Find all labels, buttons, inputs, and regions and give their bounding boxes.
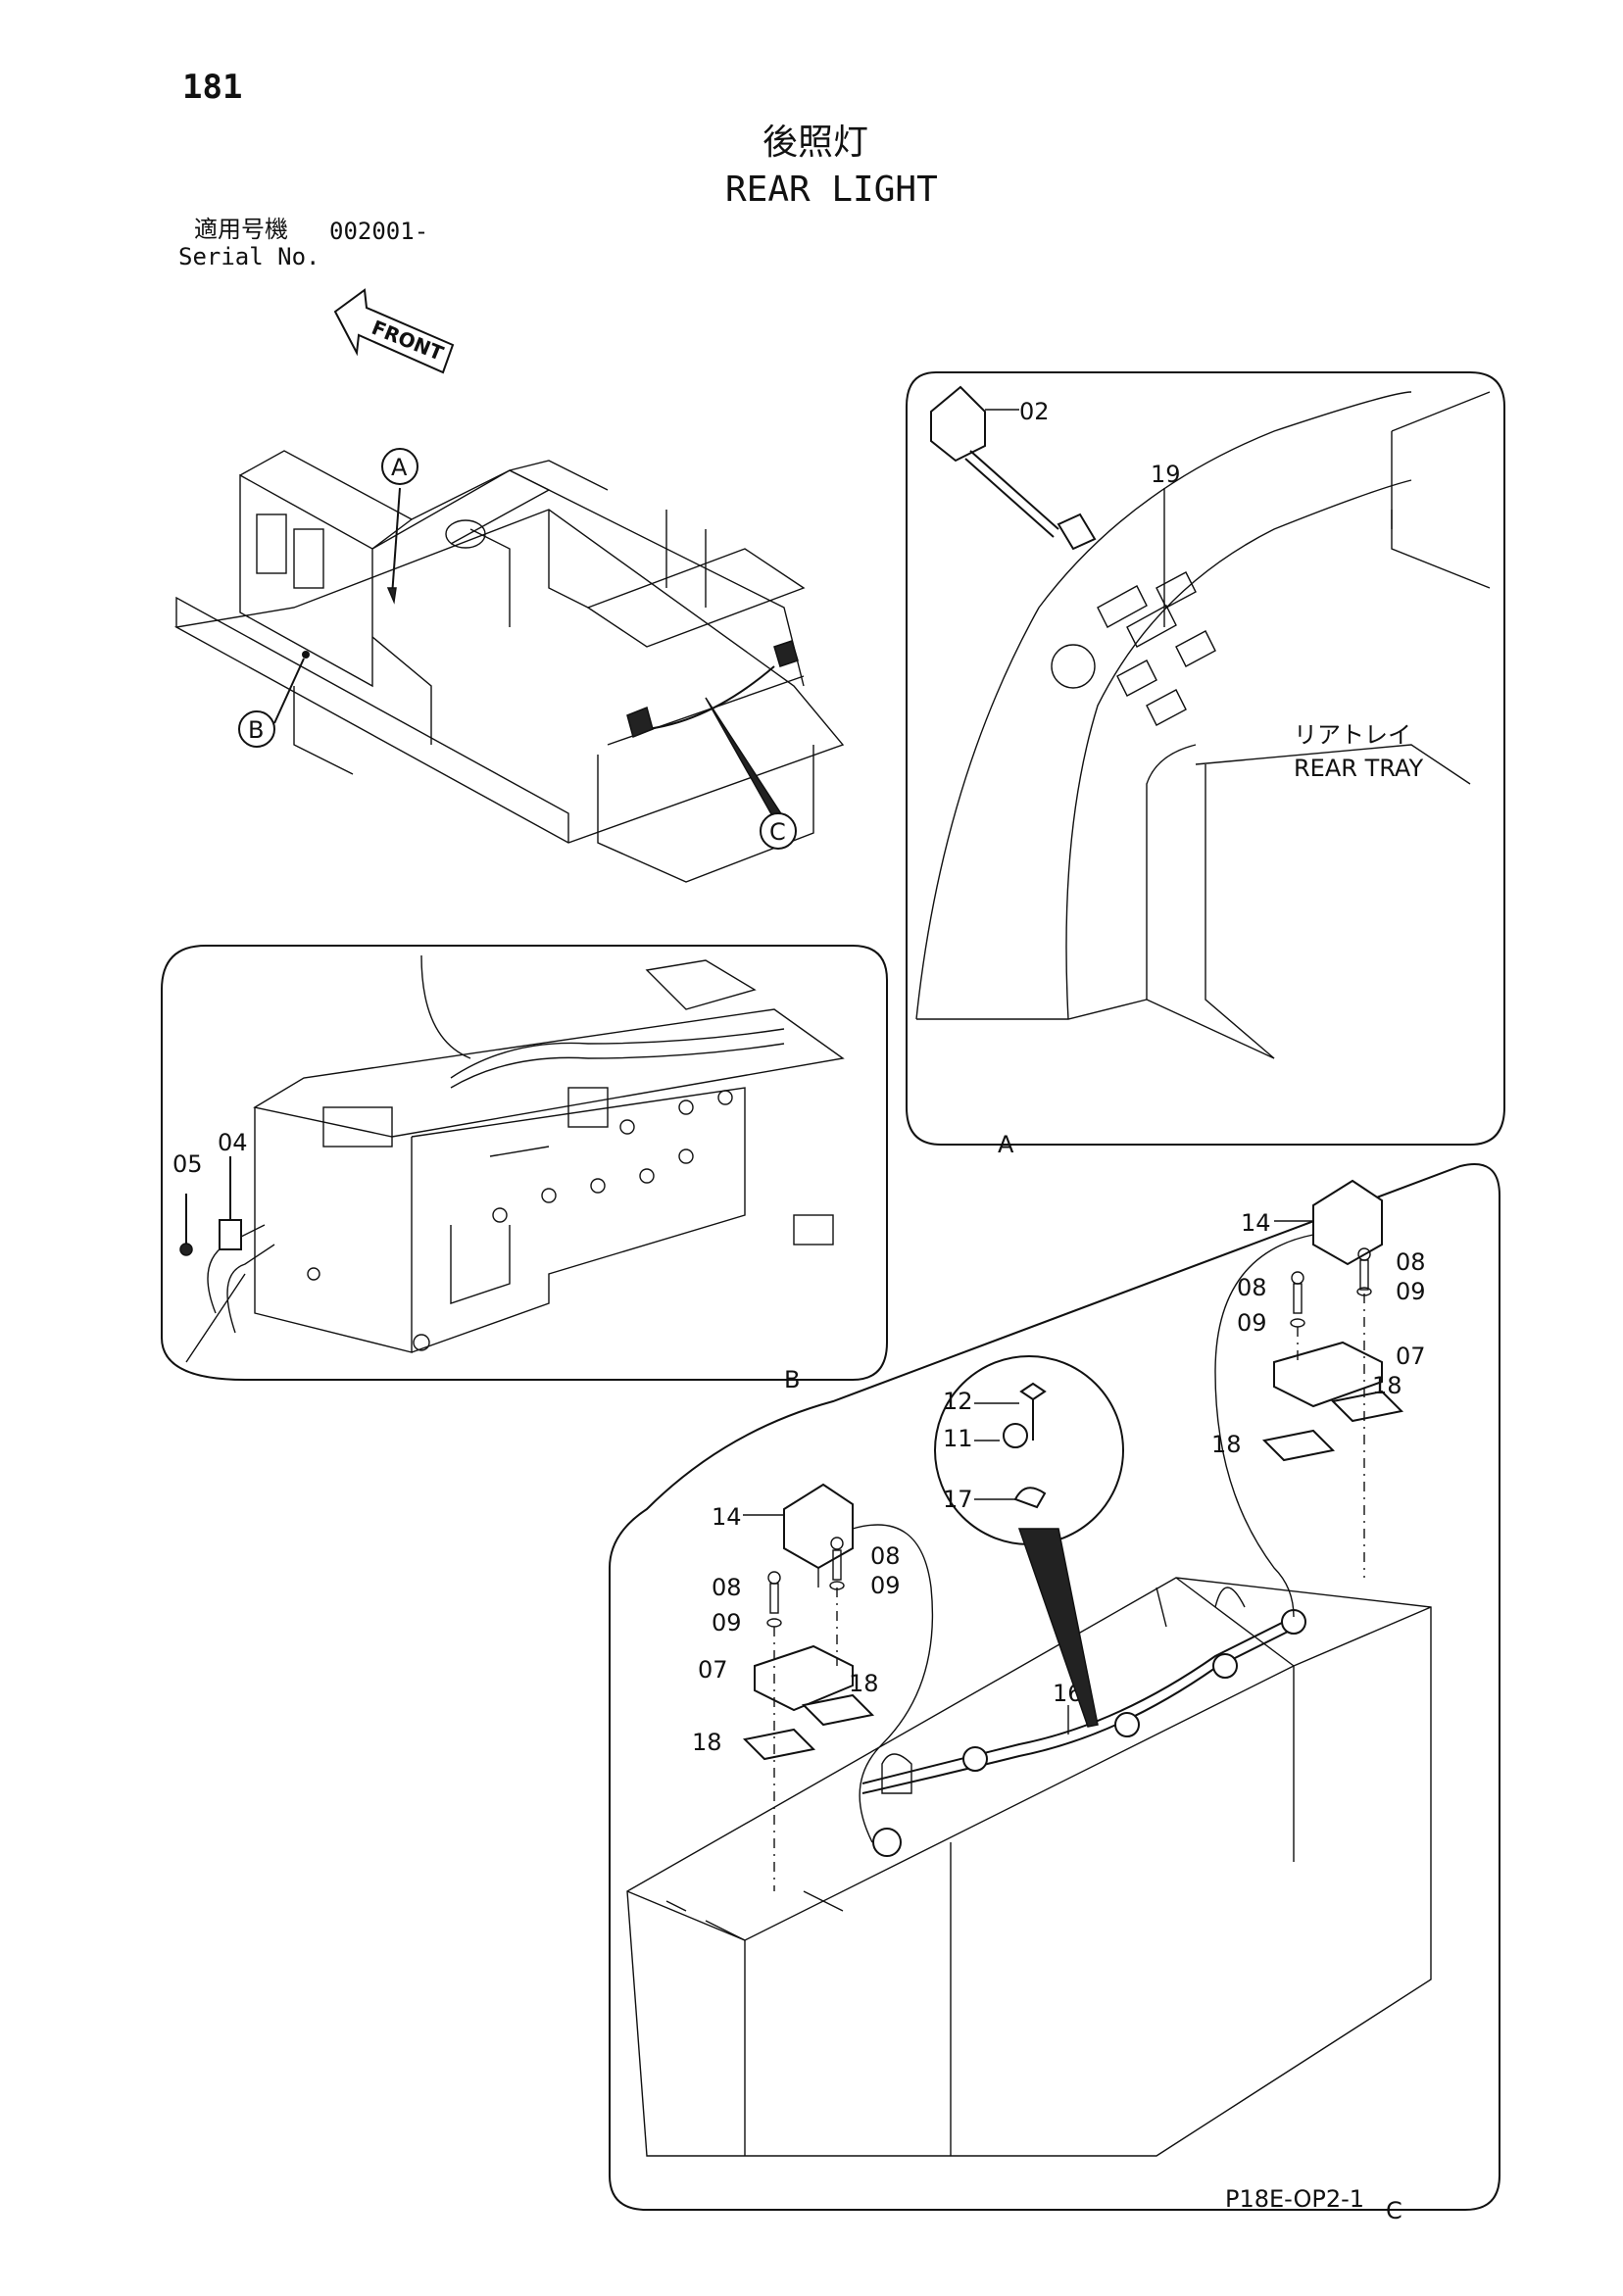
page-number: 181 bbox=[182, 68, 243, 107]
part-label-18-right-a: 18 bbox=[1372, 1372, 1402, 1399]
part-label-18-left-b: 18 bbox=[692, 1729, 722, 1756]
page-title-japanese: 後照灯 bbox=[762, 122, 869, 163]
detail-a-label: A bbox=[998, 1131, 1014, 1158]
front-arrow-icon: FRONT bbox=[333, 288, 455, 374]
part-label-09-left-a: 09 bbox=[870, 1572, 901, 1599]
detail-c-label: C bbox=[1386, 2197, 1402, 2224]
serial-label-japanese: 適用号機 bbox=[194, 216, 288, 243]
part-label-07-right: 07 bbox=[1396, 1343, 1426, 1370]
part-label-14-left: 14 bbox=[712, 1503, 742, 1531]
serial-label-english: Serial No. bbox=[178, 243, 320, 270]
rear-tray-label-jp: リアトレイ bbox=[1294, 721, 1411, 749]
part-label-12: 12 bbox=[943, 1388, 973, 1415]
part-label-08-left-a: 08 bbox=[870, 1542, 901, 1570]
part-label-18-right-b: 18 bbox=[1211, 1431, 1242, 1458]
detail-b-panel: 05 04 B bbox=[161, 945, 888, 1393]
part-label-09-left-b: 09 bbox=[712, 1609, 742, 1637]
part-label-11: 11 bbox=[943, 1425, 973, 1452]
machine-overview: A B C bbox=[173, 448, 845, 883]
part-label-09-right-a: 09 bbox=[1396, 1278, 1426, 1305]
detail-b-label: B bbox=[784, 1366, 800, 1393]
page-title-english: REAR LIGHT bbox=[725, 170, 938, 210]
front-arrow-label: FRONT bbox=[369, 316, 447, 366]
part-label-08-right-b: 08 bbox=[1237, 1274, 1267, 1301]
detail-c-panel: 16 14 08 09 08 09 07 18 18 14 08 09 bbox=[609, 1163, 1500, 2224]
part-label-08-right-a: 08 bbox=[1396, 1248, 1426, 1276]
part-label-09-right-b: 09 bbox=[1237, 1309, 1267, 1337]
part-label-04: 04 bbox=[218, 1129, 248, 1156]
svg-text:A: A bbox=[391, 454, 408, 481]
part-label-07-left: 07 bbox=[698, 1656, 728, 1684]
part-label-14-right: 14 bbox=[1241, 1209, 1271, 1237]
part-label-08-left-b: 08 bbox=[712, 1574, 742, 1601]
callout-a bbox=[381, 448, 418, 485]
serial-number-value: 002001- bbox=[329, 218, 429, 245]
detail-a-panel: 02 19 リアトレイ REAR TRAY A bbox=[906, 371, 1505, 1158]
callout-b bbox=[238, 710, 275, 748]
rear-tray-label-en: REAR TRAY bbox=[1294, 755, 1423, 782]
part-label-18-left-a: 18 bbox=[849, 1670, 879, 1697]
drawing-code: P18E-OP2-1 bbox=[1225, 2185, 1365, 2213]
svg-text:C: C bbox=[769, 818, 786, 846]
callout-c bbox=[760, 812, 797, 850]
part-label-17: 17 bbox=[943, 1486, 973, 1513]
svg-text:B: B bbox=[248, 716, 264, 744]
part-label-02: 02 bbox=[1019, 398, 1050, 425]
part-label-05: 05 bbox=[172, 1150, 203, 1178]
part-label-19: 19 bbox=[1151, 461, 1181, 488]
